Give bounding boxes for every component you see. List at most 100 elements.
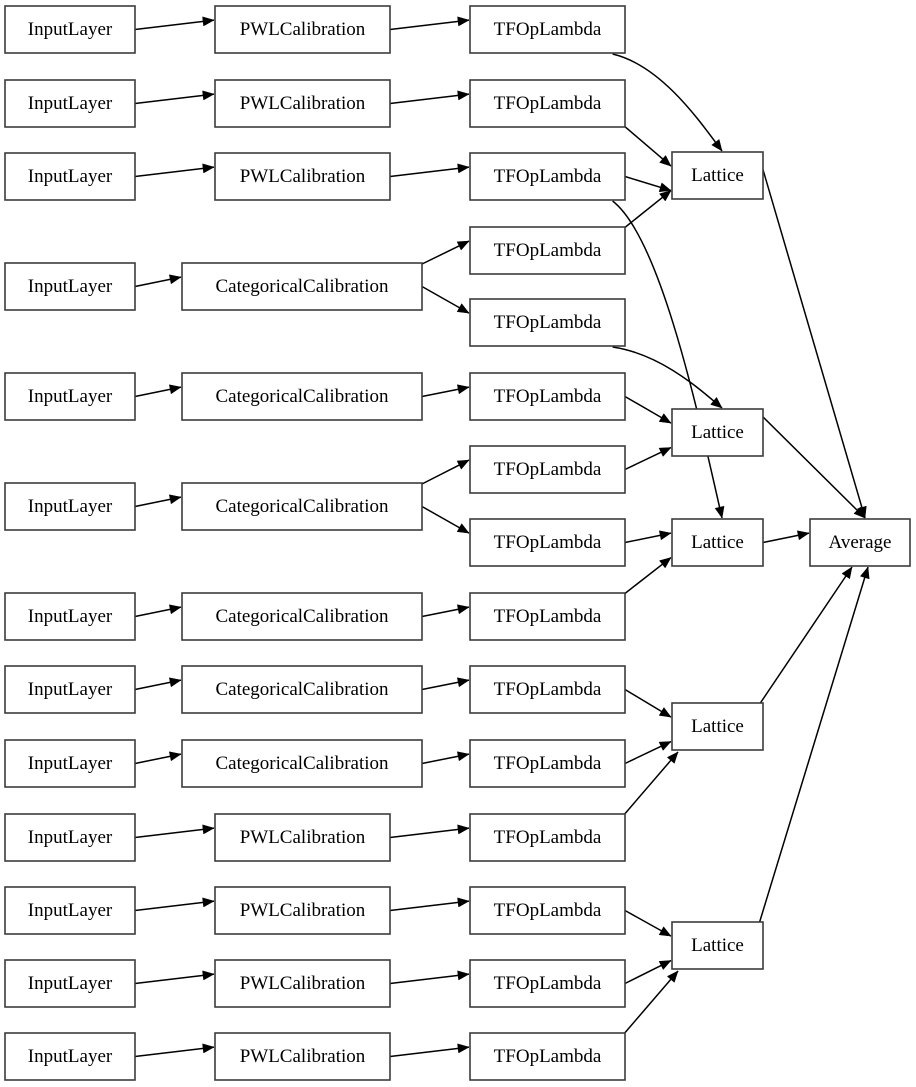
node-tfop-lambda[interactable]: TFOpLambda xyxy=(469,1032,626,1081)
node-box[interactable] xyxy=(671,702,764,751)
node-tfop-lambda[interactable]: TFOpLambda xyxy=(469,518,626,567)
node-box[interactable] xyxy=(469,298,626,347)
node-tfop-lambda[interactable]: TFOpLambda xyxy=(469,592,626,641)
edge-op3-to-lat3 xyxy=(612,200,723,519)
node-input-layer[interactable]: InputLayer xyxy=(4,592,136,641)
edge-cal1-to-op1 xyxy=(389,19,470,31)
node-box[interactable] xyxy=(4,262,136,311)
node-categorical-calibration[interactable]: CategoricalCalibration xyxy=(181,739,423,788)
node-box[interactable] xyxy=(4,482,136,531)
node-average[interactable]: Average xyxy=(809,518,911,567)
node-tfop-lambda[interactable]: TFOpLambda xyxy=(469,298,626,347)
node-box[interactable] xyxy=(214,813,391,862)
node-lattice[interactable]: Lattice xyxy=(671,151,764,200)
node-box[interactable] xyxy=(4,665,136,714)
node-box[interactable] xyxy=(181,262,423,311)
arrowhead-icon xyxy=(658,530,672,541)
node-box[interactable] xyxy=(214,79,391,128)
node-box[interactable] xyxy=(181,665,423,714)
node-input-layer[interactable]: InputLayer xyxy=(4,372,136,421)
node-input-layer[interactable]: InputLayer xyxy=(4,665,136,714)
node-input-layer[interactable]: InputLayer xyxy=(4,959,136,1008)
node-tfop-lambda[interactable]: TFOpLambda xyxy=(469,226,626,275)
node-box[interactable] xyxy=(4,959,136,1008)
node-box[interactable] xyxy=(469,665,626,714)
node-input-layer[interactable]: InputLayer xyxy=(4,886,136,935)
node-input-layer[interactable]: InputLayer xyxy=(4,1032,136,1081)
node-box[interactable] xyxy=(671,408,764,457)
node-box[interactable] xyxy=(469,1032,626,1081)
node-tfop-lambda[interactable]: TFOpLambda xyxy=(469,665,626,714)
node-tfop-lambda[interactable]: TFOpLambda xyxy=(469,79,626,128)
node-box[interactable] xyxy=(181,482,423,531)
node-box[interactable] xyxy=(214,886,391,935)
node-box[interactable] xyxy=(4,152,136,201)
node-tfop-lambda[interactable]: TFOpLambda xyxy=(469,445,626,494)
node-pwlcalibration[interactable]: PWLCalibration xyxy=(214,886,391,935)
node-lattice[interactable]: Lattice xyxy=(671,518,764,567)
node-pwlcalibration[interactable]: PWLCalibration xyxy=(214,79,391,128)
node-box[interactable] xyxy=(4,739,136,788)
node-box[interactable] xyxy=(181,739,423,788)
node-input-layer[interactable]: InputLayer xyxy=(4,482,136,531)
node-pwlcalibration[interactable]: PWLCalibration xyxy=(214,152,391,201)
node-tfop-lambda[interactable]: TFOpLambda xyxy=(469,813,626,862)
node-input-layer[interactable]: InputLayer xyxy=(4,813,136,862)
node-box[interactable] xyxy=(469,79,626,128)
node-lattice[interactable]: Lattice xyxy=(671,702,764,751)
node-input-layer[interactable]: InputLayer xyxy=(4,739,136,788)
node-box[interactable] xyxy=(469,372,626,421)
node-categorical-calibration[interactable]: CategoricalCalibration xyxy=(181,482,423,531)
node-box[interactable] xyxy=(214,5,391,54)
node-box[interactable] xyxy=(469,5,626,54)
arrowhead-icon xyxy=(457,163,470,174)
node-pwlcalibration[interactable]: PWLCalibration xyxy=(214,5,391,54)
node-input-layer[interactable]: InputLayer xyxy=(4,262,136,311)
node-box[interactable] xyxy=(671,151,764,200)
node-lattice[interactable]: Lattice xyxy=(671,921,764,970)
node-input-layer[interactable]: InputLayer xyxy=(4,152,136,201)
node-input-layer[interactable]: InputLayer xyxy=(4,5,136,54)
node-categorical-calibration[interactable]: CategoricalCalibration xyxy=(181,262,423,311)
node-box[interactable] xyxy=(671,518,764,567)
node-box[interactable] xyxy=(671,921,764,970)
node-box[interactable] xyxy=(4,886,136,935)
node-categorical-calibration[interactable]: CategoricalCalibration xyxy=(181,592,423,641)
node-box[interactable] xyxy=(469,739,626,788)
node-box[interactable] xyxy=(469,592,626,641)
node-box[interactable] xyxy=(469,445,626,494)
node-box[interactable] xyxy=(4,592,136,641)
node-pwlcalibration[interactable]: PWLCalibration xyxy=(214,959,391,1008)
node-tfop-lambda[interactable]: TFOpLambda xyxy=(469,5,626,54)
arrowhead-icon xyxy=(457,970,470,981)
node-tfop-lambda[interactable]: TFOpLambda xyxy=(469,739,626,788)
node-box[interactable] xyxy=(214,959,391,1008)
node-box[interactable] xyxy=(469,226,626,275)
node-box[interactable] xyxy=(4,1032,136,1081)
node-box[interactable] xyxy=(469,959,626,1008)
node-box[interactable] xyxy=(469,518,626,567)
node-tfop-lambda[interactable]: TFOpLambda xyxy=(469,959,626,1008)
node-box[interactable] xyxy=(181,592,423,641)
node-box[interactable] xyxy=(469,886,626,935)
node-categorical-calibration[interactable]: CategoricalCalibration xyxy=(181,665,423,714)
node-box[interactable] xyxy=(4,5,136,54)
node-box[interactable] xyxy=(214,1032,391,1081)
node-box[interactable] xyxy=(4,79,136,128)
node-categorical-calibration[interactable]: CategoricalCalibration xyxy=(181,372,423,421)
node-tfop-lambda[interactable]: TFOpLambda xyxy=(469,886,626,935)
node-pwlcalibration[interactable]: PWLCalibration xyxy=(214,1032,391,1081)
node-input-layer[interactable]: InputLayer xyxy=(4,79,136,128)
node-pwlcalibration[interactable]: PWLCalibration xyxy=(214,813,391,862)
node-box[interactable] xyxy=(469,152,626,201)
node-box[interactable] xyxy=(469,813,626,862)
node-tfop-lambda[interactable]: TFOpLambda xyxy=(469,372,626,421)
node-box[interactable] xyxy=(4,372,136,421)
node-lattice[interactable]: Lattice xyxy=(671,408,764,457)
arrowhead-icon xyxy=(714,505,725,519)
node-box[interactable] xyxy=(214,152,391,201)
node-box[interactable] xyxy=(181,372,423,421)
node-tfop-lambda[interactable]: TFOpLambda xyxy=(469,152,626,201)
node-box[interactable] xyxy=(809,518,911,567)
node-box[interactable] xyxy=(4,813,136,862)
